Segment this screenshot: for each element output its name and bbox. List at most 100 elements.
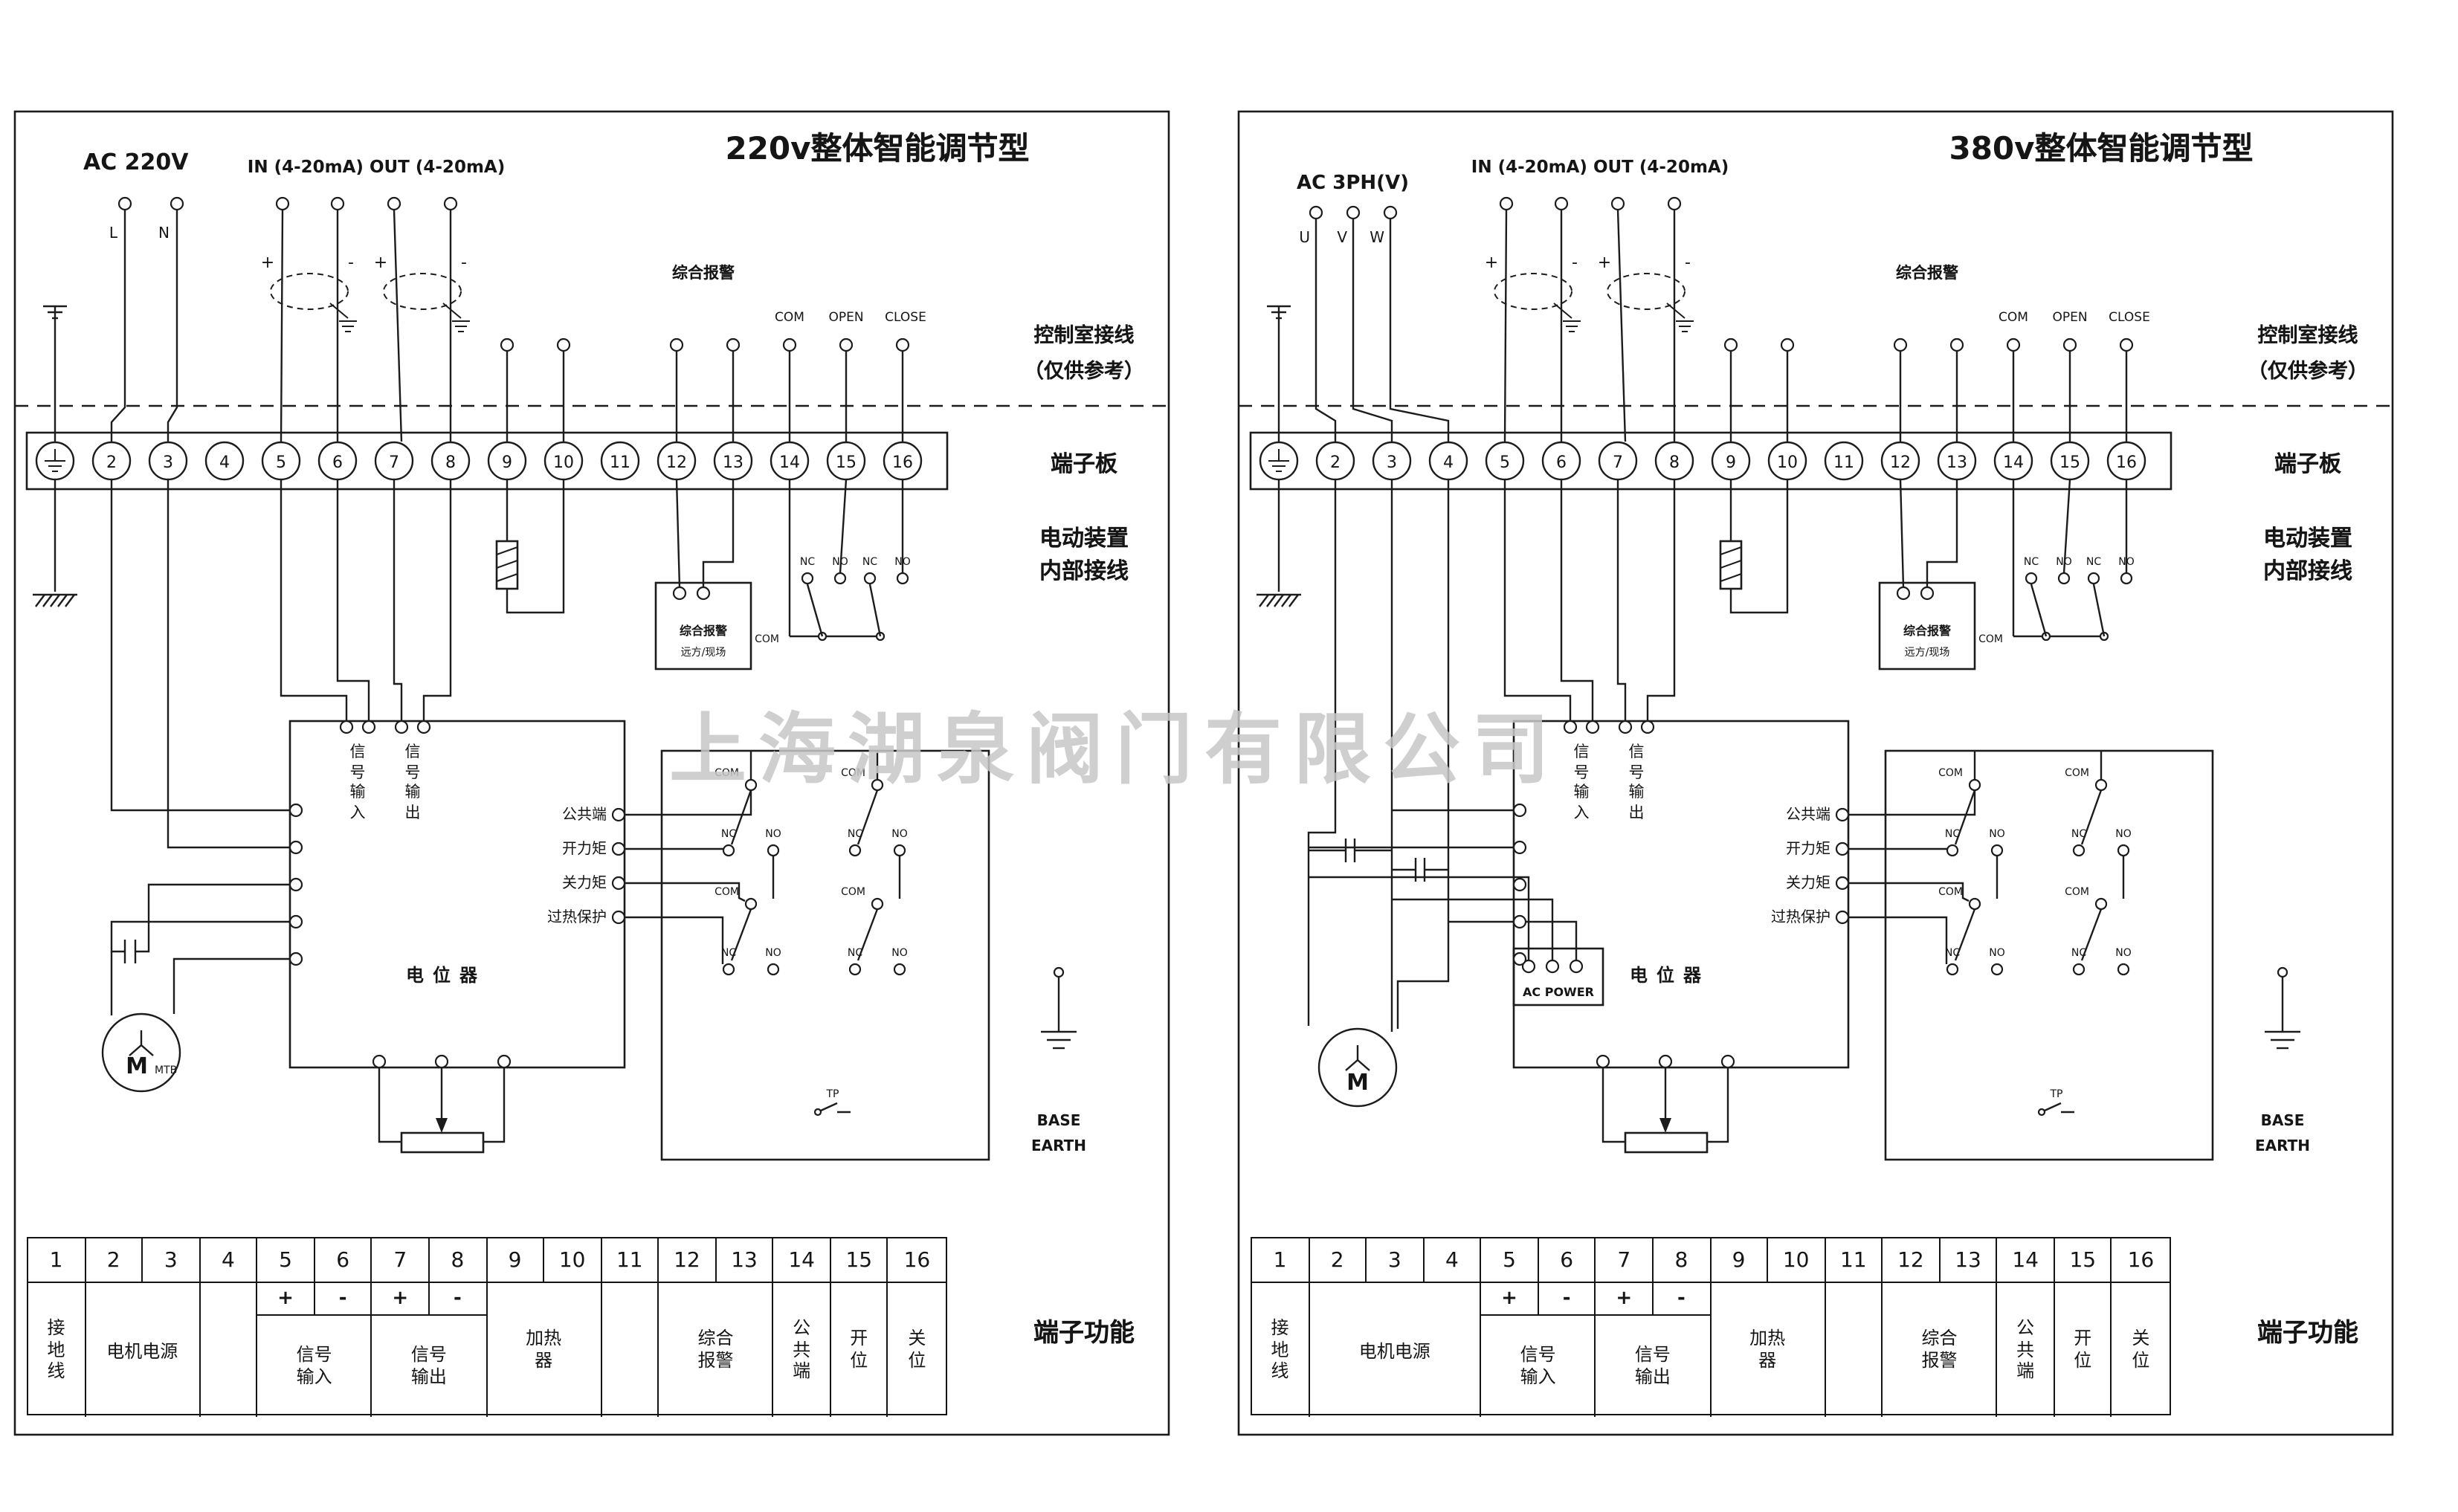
- panel-220v-power: L N M MTB: [101, 196, 290, 1093]
- terminal-strip: 2 3 4 5 6 7 8 9 10 11 12 13 14 15 16: [25, 431, 949, 491]
- cell-open: 开位: [2055, 1283, 2112, 1417]
- title-220v: 220v整体智能调节型: [725, 131, 1030, 167]
- shield-ellipse-in: [1494, 273, 1572, 310]
- earth-label: EARTH: [1031, 1137, 1086, 1154]
- com-label: COM: [841, 886, 865, 898]
- cell-ground: 接地线: [1252, 1283, 1310, 1417]
- panel-380v-power: U V W AC POWER: [1299, 205, 1604, 1108]
- cell-empty: [1825, 1283, 1883, 1417]
- out-plus-terminal: [1610, 196, 1625, 211]
- col-num: 1: [1252, 1238, 1310, 1283]
- col-num: 16: [2112, 1238, 2170, 1283]
- in-minus-label: -: [1572, 253, 1578, 272]
- ac-power-label: AC POWER: [1523, 985, 1594, 999]
- terminal-board-label: 端子板: [1050, 450, 1117, 477]
- cell-common: 公共端: [1998, 1283, 2055, 1417]
- shield-ellipse-out: [1607, 273, 1686, 310]
- panel-border: [13, 110, 1170, 1436]
- com-open-close: COM OPEN CLOSE: [1999, 310, 2150, 442]
- motor-circuit-220v: M MTB: [101, 883, 290, 1093]
- cell-minus: -: [429, 1283, 487, 1316]
- cell-plus: +: [372, 1283, 430, 1316]
- terminal-number: 5: [1500, 453, 1510, 472]
- out-plus-terminal: [387, 196, 401, 211]
- terminal-number: 12: [1890, 453, 1911, 472]
- mtb-label: MTB: [155, 1064, 177, 1076]
- motor-label: M: [126, 1053, 148, 1079]
- nc-label: NC: [848, 828, 862, 840]
- phase-l-label: L: [109, 224, 118, 242]
- com-label: COM: [1938, 886, 1963, 898]
- switch-block: COM NC NO COM NC NO COM NC NO COM: [660, 749, 990, 1161]
- out-plus-label: +: [1598, 253, 1611, 272]
- terminal-number: 7: [1613, 453, 1623, 472]
- cell-motor-power: 电机电源: [1309, 1283, 1482, 1417]
- alarm-label: 综合报警: [1896, 265, 1958, 282]
- tp-label: TP: [826, 1088, 839, 1100]
- nc-label: NC: [2071, 828, 2086, 840]
- terminal-number: 3: [1387, 453, 1397, 472]
- cell-close: 关位: [2132, 1328, 2150, 1371]
- controller-box: 公共端 开力矩 关力矩 过热保护 电位器: [288, 720, 626, 1069]
- com-label: COM: [2065, 886, 2089, 898]
- col-num: 2: [1309, 1238, 1367, 1283]
- open-label: OPEN: [2052, 310, 2087, 325]
- terminal-number: 4: [1443, 453, 1454, 472]
- nc-label: NC: [1945, 947, 1960, 959]
- terminal-number: 11: [610, 453, 630, 472]
- potentiometer: [1601, 1067, 1729, 1154]
- terminal-strip: 2 3 4 5 6 7 8 9 10 11 12 13 14 15 16: [1249, 431, 2172, 491]
- close-label: CLOSE: [885, 310, 926, 325]
- phase-u-terminal: [1309, 205, 1323, 220]
- shield-earth-in: [329, 303, 357, 332]
- chassis-ground: [33, 479, 77, 607]
- in-minus-label: -: [348, 253, 354, 272]
- close-torque-label: 关力矩: [562, 873, 607, 891]
- alarm-unit-sublabel: 远方/现场: [681, 647, 726, 659]
- cell-ground: 接地线: [28, 1283, 86, 1417]
- control-room-line1: 控制室接线: [1033, 324, 1135, 348]
- terminal-function-label: 端子功能: [1033, 1319, 1135, 1348]
- io-label: IN (4-20mA) OUT (4-20mA): [1471, 156, 1729, 177]
- signal-terminals: + - + -: [1485, 196, 1694, 442]
- no-label: NO: [765, 947, 781, 959]
- phase-w-terminal: [1383, 205, 1398, 220]
- terminal-number: 11: [1833, 453, 1854, 472]
- terminal-number: 16: [892, 453, 913, 472]
- nc-label: NC: [2024, 556, 2039, 568]
- col-num: 8: [429, 1238, 487, 1283]
- com-node-label: COM: [755, 633, 779, 645]
- nc-label: NC: [2071, 947, 2086, 959]
- in-minus-terminal: [1554, 196, 1569, 211]
- com-label: COM: [2065, 767, 2089, 779]
- power-label-380v: AC 3PH(V): [1297, 172, 1410, 195]
- cell-plus: +: [1481, 1283, 1539, 1316]
- no-label: NO: [2115, 828, 2132, 840]
- overheat-label: 过热保护: [1771, 908, 1830, 925]
- terminal-number: 7: [389, 453, 399, 472]
- col-num: 6: [1538, 1238, 1596, 1283]
- terminal-earth-glyph: [1268, 449, 1289, 472]
- controller-switch-wires: [625, 791, 752, 964]
- alarm-unit: 综合报警 远方/现场: [654, 479, 752, 671]
- col-num: 14: [773, 1238, 831, 1283]
- col-num: 3: [1367, 1238, 1425, 1283]
- signal-terminals: + - + -: [261, 196, 470, 442]
- terminal-number: 9: [502, 453, 512, 472]
- com-label: COM: [841, 767, 865, 779]
- out-minus-terminal: [443, 196, 458, 211]
- terminal-number: 15: [2059, 453, 2080, 472]
- motor-circle: [101, 1012, 181, 1093]
- out-plus-label: +: [374, 253, 387, 272]
- col-num: 13: [1940, 1238, 1998, 1283]
- no-label: NO: [2115, 947, 2132, 959]
- phase-v-label: V: [1337, 228, 1347, 246]
- terminal-function-label: 端子功能: [2257, 1319, 2358, 1348]
- com-label: COM: [775, 310, 804, 325]
- in-plus-label: +: [1485, 253, 1498, 272]
- nc-label: NC: [1945, 828, 1960, 840]
- cell-signal-output: 信号输出: [1596, 1316, 1711, 1417]
- terminal-number: 13: [1946, 453, 1967, 472]
- out-minus-label: -: [461, 253, 467, 272]
- phase-n-terminal: [170, 196, 184, 211]
